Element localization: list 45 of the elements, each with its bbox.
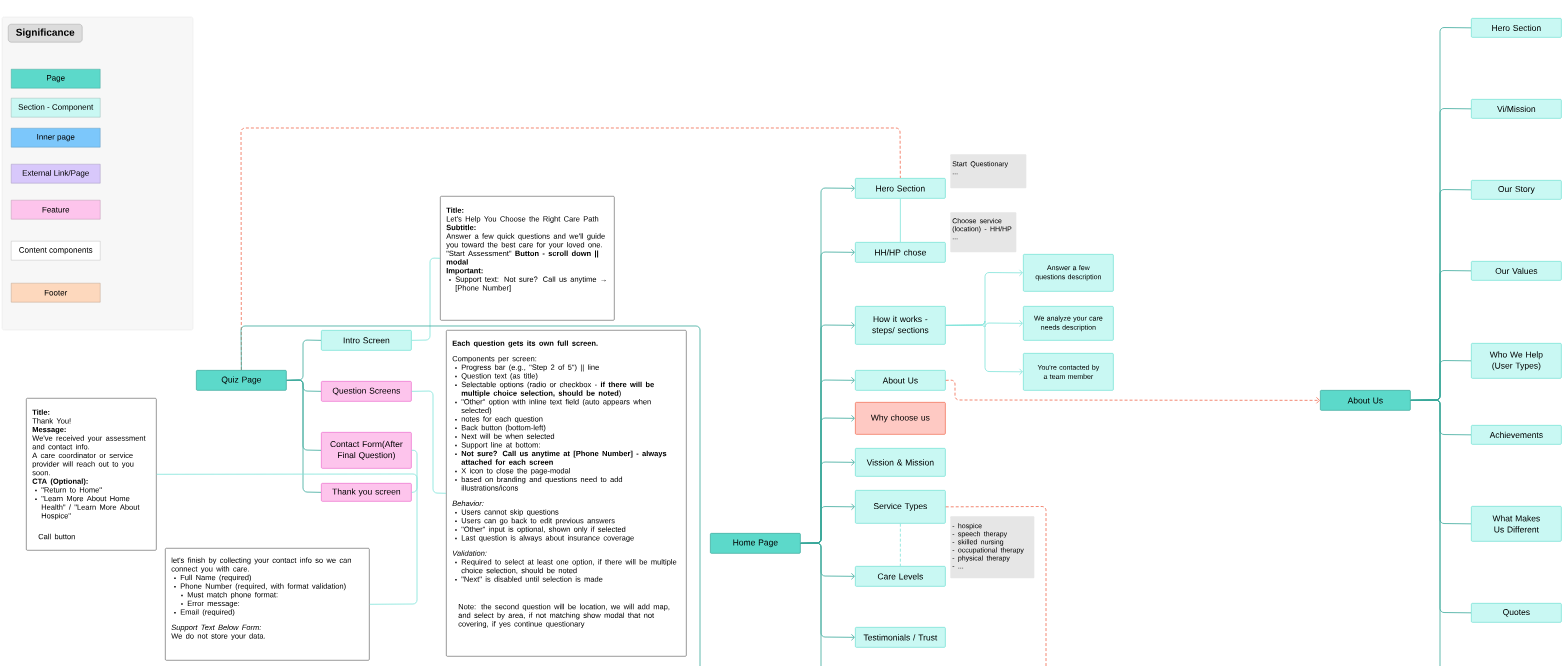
connector-line — [369, 449, 418, 605]
feature-box: Question Screens — [321, 381, 412, 402]
connector-line — [286, 379, 322, 493]
section-box: Vi/Mission — [1471, 99, 1562, 119]
feature-box: Thank you screen — [321, 483, 412, 502]
arrow — [945, 379, 1320, 404]
section-box: Care Levels — [855, 566, 946, 587]
page-box: Quiz Page — [196, 370, 287, 391]
section-box: How it works - steps/ sections — [855, 306, 946, 345]
section-box: Testimonials / Trust — [855, 627, 946, 648]
page-box: About Us — [1320, 390, 1411, 411]
highlight-box: Why choose us — [855, 402, 946, 435]
connector-line — [411, 390, 447, 494]
section-box: Our Values — [1471, 261, 1562, 281]
legend-item: Page — [11, 69, 101, 89]
legend-item: Inner page — [11, 128, 101, 148]
legend-item: Footer — [11, 283, 101, 303]
connector-line — [800, 542, 822, 666]
connector-line — [240, 325, 701, 666]
section-box: Quotes — [1471, 603, 1562, 623]
section-box: What Makes Us Different — [1471, 506, 1562, 542]
section-box: Hero Section — [855, 178, 946, 199]
section-box: Vission & Mission — [855, 448, 946, 477]
connector-line — [1410, 399, 1441, 666]
section-box: About Us — [855, 370, 946, 391]
page-box: Home Page — [710, 533, 801, 554]
section-box: Service Types — [855, 490, 946, 524]
legend-item: Section - Component — [11, 98, 101, 118]
section-box: Hero Section — [1471, 18, 1562, 38]
feature-box: Contact Form(After Final Question) — [321, 432, 412, 469]
connector-line — [411, 257, 441, 341]
legend-item: Feature — [11, 200, 101, 220]
legend-title: Significance — [8, 24, 83, 43]
connector-line — [156, 473, 418, 493]
section-box: Achievements — [1471, 425, 1562, 445]
section-box: Our Story — [1471, 180, 1562, 200]
section-box: Who We Help (User Types) — [1471, 343, 1562, 379]
section-box: HH/HP chose — [855, 242, 946, 263]
connector-line — [899, 198, 901, 243]
section-box: Intro Screen — [321, 330, 412, 351]
legend-item: Content components — [11, 241, 101, 261]
connector-line — [899, 523, 901, 567]
connector-line — [945, 506, 1047, 666]
legend-item: External Link/Page — [11, 164, 101, 184]
arrow — [945, 324, 1023, 376]
